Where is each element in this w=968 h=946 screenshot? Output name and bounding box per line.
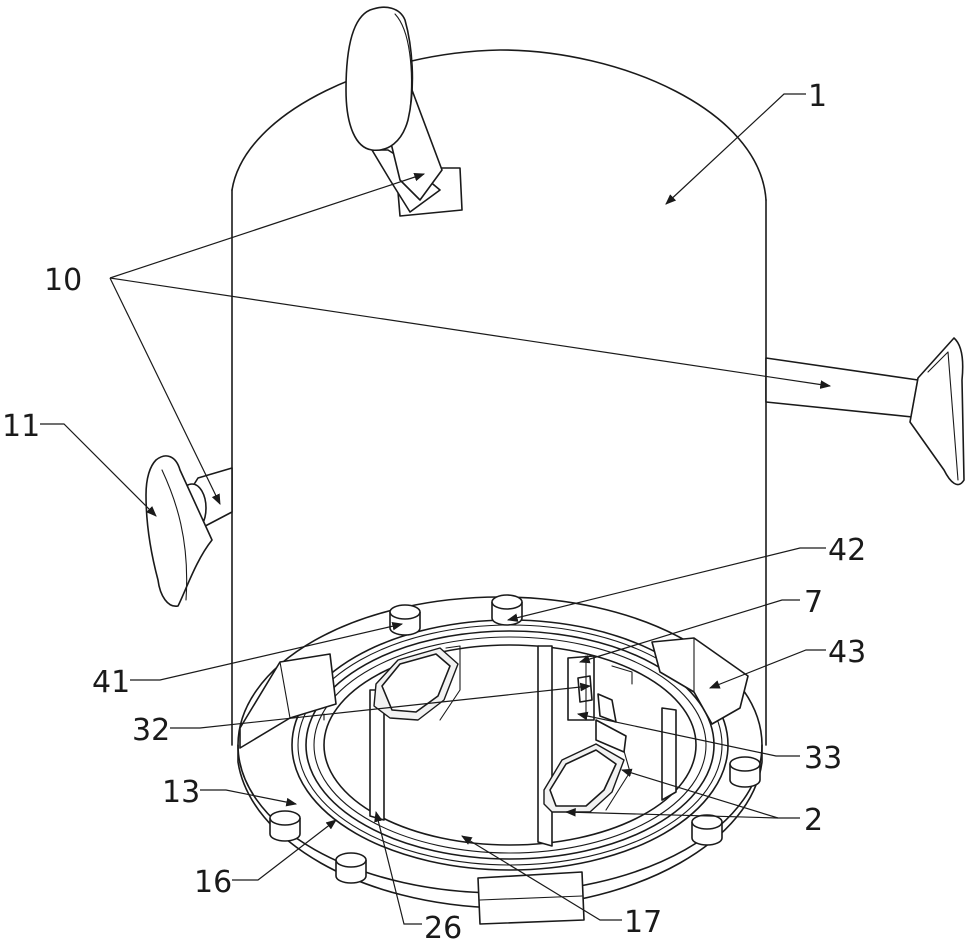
gripper-right	[543, 739, 631, 813]
leader-lines	[40, 93, 832, 925]
bolt	[389, 604, 421, 636]
bolt	[491, 594, 523, 626]
label-32: 32	[132, 713, 170, 748]
bolt	[729, 756, 761, 788]
bolt	[691, 814, 723, 846]
top-handle	[345, 6, 463, 217]
label-2: 2	[804, 803, 823, 838]
reference-numerals: 1 10 11 42 7 43 41 32 33 13 2 16 26 17	[2, 79, 866, 946]
label-33: 33	[804, 741, 842, 776]
label-42: 42	[828, 533, 866, 568]
label-13: 13	[162, 775, 200, 810]
flange-assembly	[237, 594, 763, 925]
label-7: 7	[804, 585, 823, 620]
label-1: 1	[808, 79, 827, 114]
bolt	[269, 810, 301, 842]
linkage-mechanism	[567, 655, 633, 753]
label-16: 16	[194, 865, 232, 900]
label-26: 26	[424, 911, 462, 946]
label-43: 43	[828, 635, 866, 670]
label-41: 41	[92, 665, 130, 700]
label-10: 10	[44, 263, 82, 298]
label-11: 11	[2, 409, 40, 444]
bolt	[335, 852, 367, 884]
gripper-upper-left	[373, 645, 461, 721]
clamp-block-left	[239, 653, 337, 749]
clamp-block-right	[651, 637, 749, 725]
label-17: 17	[624, 905, 662, 940]
right-handle	[765, 337, 965, 486]
left-handle	[145, 455, 233, 607]
